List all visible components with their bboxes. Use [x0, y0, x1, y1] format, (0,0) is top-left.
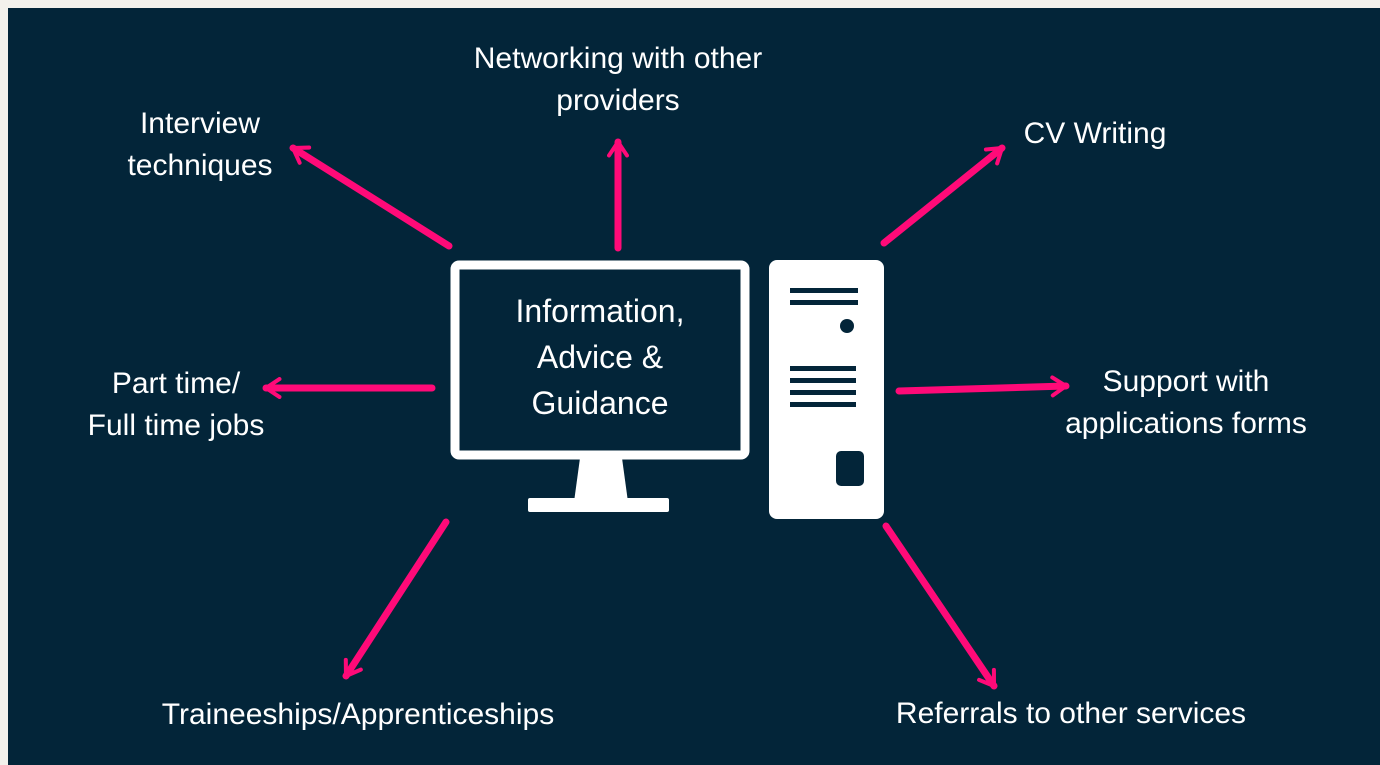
arrow-support	[895, 375, 1070, 398]
computer-tower-icon	[769, 260, 884, 519]
node-parttime: Part time/ Full time jobs	[87, 367, 265, 442]
node-referrals: Referrals to other services	[895, 697, 1247, 730]
node-networking: Networking with other providers	[473, 42, 763, 117]
node-traineeships: Traineeships/Apprenticeships	[161, 698, 555, 731]
arrow-traineeships	[342, 518, 450, 680]
node-support: Support with applications forms	[1065, 365, 1307, 440]
center-label: Information, Advice & Guidance	[515, 293, 685, 421]
node-cv: CV Writing	[1023, 117, 1167, 150]
arrow-referrals	[882, 522, 998, 690]
node-interview: Interview techniques	[127, 107, 273, 182]
arrow-cv	[880, 144, 1006, 247]
monitor-icon	[450, 260, 750, 512]
arrow-interview	[289, 144, 453, 250]
